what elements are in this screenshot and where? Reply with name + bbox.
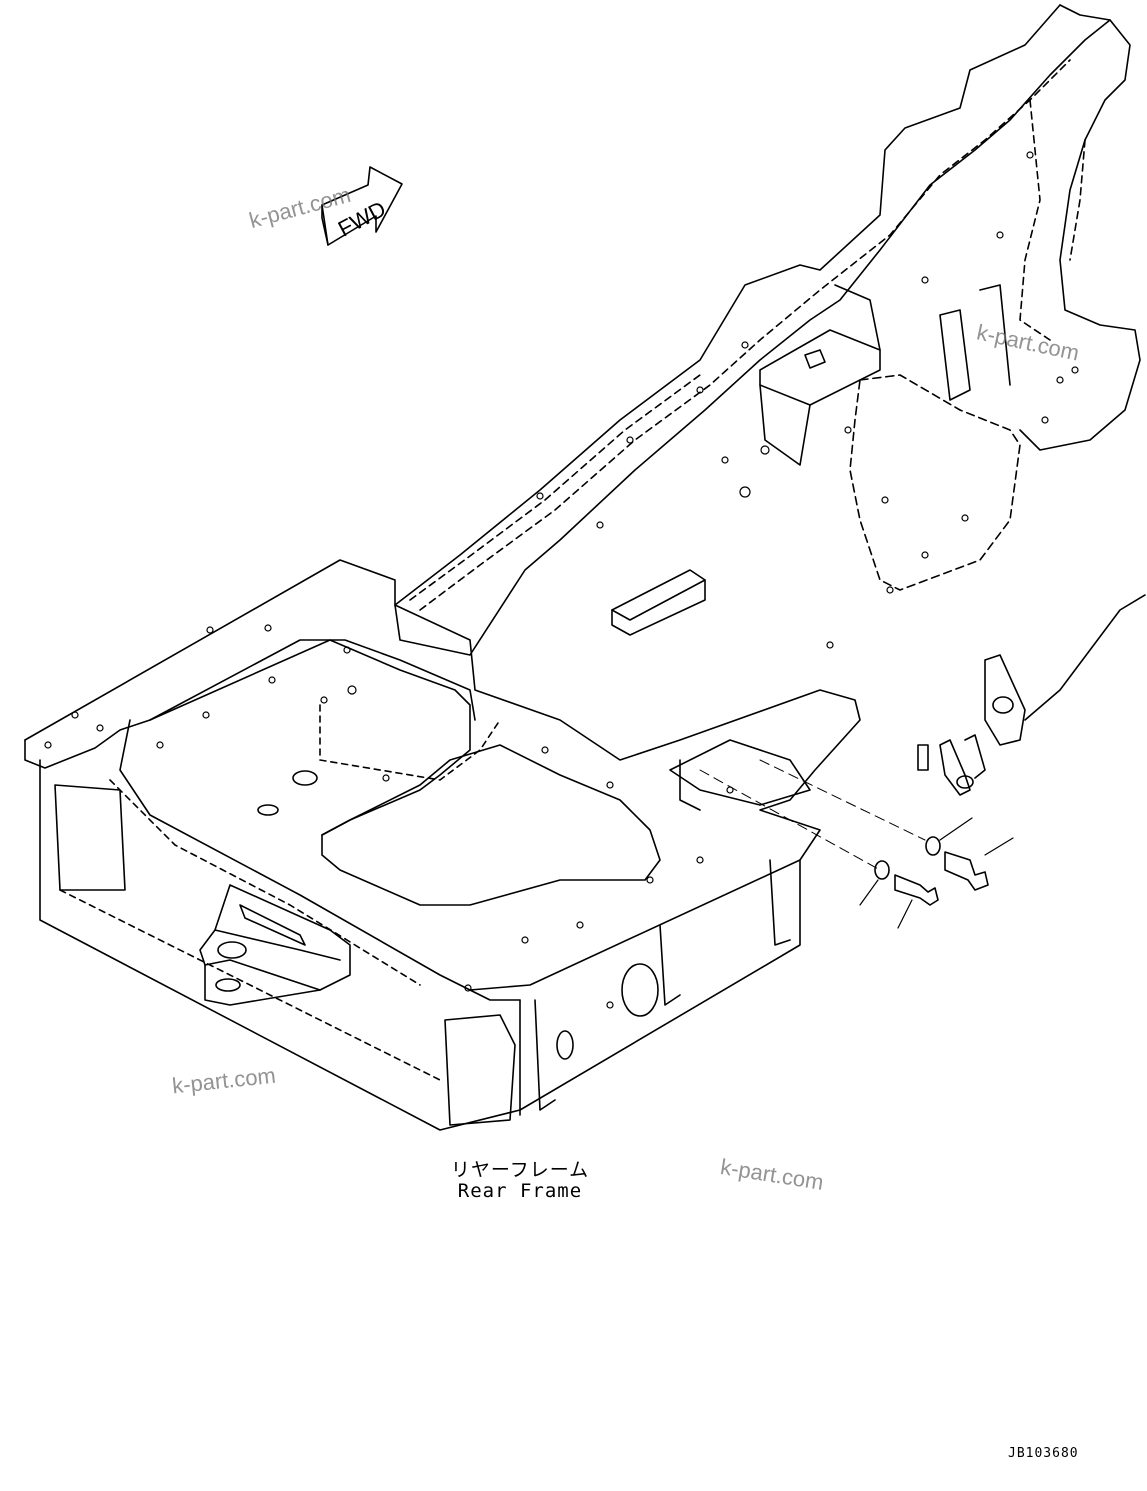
bolts-and-washers xyxy=(699,759,1014,929)
leader-line-1 xyxy=(939,817,973,841)
bolt-upper xyxy=(944,851,989,891)
lug-bracket xyxy=(917,594,1146,796)
center-cross-members xyxy=(611,284,1021,636)
leader-line-3 xyxy=(859,879,879,906)
washer-upper xyxy=(925,836,941,856)
bolt-lower xyxy=(894,874,939,906)
mounting-holes xyxy=(44,151,1079,1009)
washer-lower xyxy=(874,860,890,880)
drawing-code: JB103680 xyxy=(1008,1446,1079,1461)
left-frame-rail xyxy=(394,4,1111,656)
caption-english: Rear Frame xyxy=(457,1180,583,1202)
leader-line-4 xyxy=(897,899,913,929)
rear-frame-body xyxy=(24,559,861,1001)
leader-line-2 xyxy=(984,837,1014,856)
right-frame-rail xyxy=(1019,4,1141,451)
hitch-bracket xyxy=(199,884,351,1006)
rear-side-plate xyxy=(39,759,801,1131)
caption-japanese: リヤーフレーム xyxy=(450,1159,590,1181)
